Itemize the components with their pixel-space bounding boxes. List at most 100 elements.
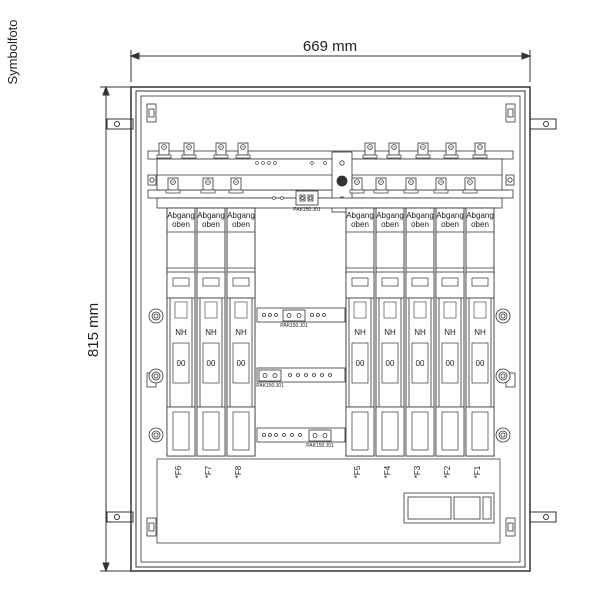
upper-label-line1: Abgang	[406, 211, 434, 220]
height-label: 815 mm	[85, 303, 102, 357]
terminal-foot	[181, 154, 197, 159]
rail-hole	[267, 161, 271, 165]
upper-label-line2: oben	[441, 220, 459, 229]
fuse-upper-window	[232, 277, 250, 287]
fuse-label: *F1	[473, 465, 482, 478]
fuse-lower-window	[471, 411, 489, 451]
size-label: 00	[476, 359, 485, 368]
nh-label: NH	[175, 328, 187, 337]
upper-label-line1: Abgang	[167, 211, 195, 220]
fuse-label: *F3	[413, 465, 422, 478]
fuse-cartridge	[232, 342, 250, 384]
size-label: 00	[237, 359, 246, 368]
fuse-upper-window	[441, 277, 459, 287]
fuse-cartridge	[411, 342, 429, 384]
center-module-label-2: PAK150.J01	[256, 383, 284, 389]
rail-hole	[273, 161, 277, 165]
size-label: 00	[207, 359, 216, 368]
size-label: 00	[386, 359, 395, 368]
top-module-label: PAK150.J01	[293, 207, 321, 213]
terminal-foot	[228, 189, 244, 194]
terminal-foot	[433, 189, 449, 194]
enclosure	[130, 86, 531, 572]
fuse-lower-window	[351, 411, 369, 451]
upper-label-line2: oben	[232, 220, 250, 229]
top-module	[295, 190, 319, 206]
terminal-foot	[386, 154, 402, 159]
terminal-foot	[472, 154, 488, 159]
height-dimension	[100, 85, 132, 573]
fuse-cartridge	[351, 342, 369, 384]
fuse-knife-top	[473, 301, 487, 319]
nh-label: NH	[235, 328, 247, 337]
upper-label-line1: Abgang	[466, 211, 494, 220]
fuse-upper-window	[381, 277, 399, 287]
width-dimension	[129, 50, 532, 82]
terminal-foot	[415, 154, 431, 159]
top-terminals	[156, 142, 488, 200]
terminal-foot	[462, 189, 478, 194]
center-module-label-3: PAK150.J01	[306, 443, 334, 449]
rail-hole	[255, 161, 259, 165]
fuse-lower-window	[232, 411, 250, 451]
rail-hole	[261, 161, 265, 165]
fuse-cartridge	[441, 342, 459, 384]
upper-label-line1: Abgang	[376, 211, 404, 220]
terminal-foot	[349, 189, 365, 194]
terminal-foot	[373, 189, 389, 194]
nh-label: NH	[354, 328, 366, 337]
fuse-label: *F5	[353, 465, 362, 478]
fuse-upper-window	[351, 277, 369, 287]
nh-label: NH	[414, 328, 426, 337]
fuse-knife-top	[204, 301, 218, 319]
upper-label-line1: Abgang	[197, 211, 225, 220]
fuse-label: *F6	[174, 465, 183, 478]
fuse-lower-window	[381, 411, 399, 451]
upper-label-line1: Abgang	[436, 211, 464, 220]
chassis-lower	[156, 458, 501, 544]
nh-label: NH	[384, 328, 396, 337]
rail-hole	[310, 161, 314, 165]
fuse-knife-top	[174, 301, 188, 319]
side-bolts	[148, 308, 511, 443]
fuse-lower-window	[202, 411, 220, 451]
terminal-foot	[403, 189, 419, 194]
nh-label: NH	[205, 328, 217, 337]
fuse-label: *F8	[234, 465, 243, 478]
nh-label: NH	[474, 328, 486, 337]
nh-label: NH	[444, 328, 456, 337]
fuse-label: *F4	[383, 465, 392, 478]
center-rails	[256, 307, 346, 443]
fuse-cartridge	[202, 342, 220, 384]
fuse-lower-window	[441, 411, 459, 451]
fuse-upper-window	[202, 277, 220, 287]
fuse-knife-top	[353, 301, 367, 319]
size-label: 00	[446, 359, 455, 368]
size-label: 00	[177, 359, 186, 368]
width-label: 669 mm	[303, 38, 357, 55]
upper-label-line2: oben	[202, 220, 220, 229]
size-label: 00	[356, 359, 365, 368]
terminal-foot	[235, 154, 251, 159]
fuse-cartridge	[471, 342, 489, 384]
fuse-knife-top	[383, 301, 397, 319]
fuse-knife-top	[443, 301, 457, 319]
fuse-label: *F7	[204, 465, 213, 478]
terminal-foot	[200, 189, 216, 194]
fuse-knife-top	[234, 301, 248, 319]
terminal-foot	[156, 154, 172, 159]
upper-label-line2: oben	[411, 220, 429, 229]
terminal-foot	[362, 154, 378, 159]
upper-label-line2: oben	[471, 220, 489, 229]
rail-hole	[323, 161, 327, 165]
fuse-columns: AbgangobenNH00*F6AbgangobenNH00*F7Abgang…	[166, 207, 495, 478]
